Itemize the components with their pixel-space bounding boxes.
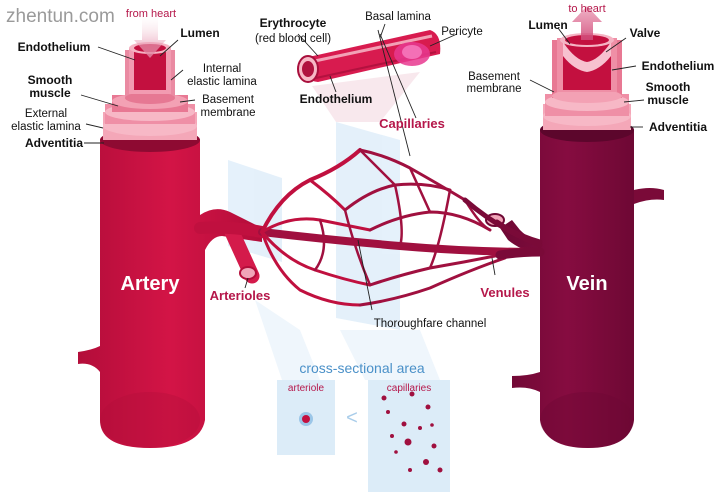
arterioles-label: Arterioles <box>210 288 271 303</box>
to-heart-label: to heart <box>568 3 605 15</box>
vein-basement-membrane-line2: membrane <box>467 83 522 95</box>
artery-lumen-label: Lumen <box>180 26 219 40</box>
cross-section-title: cross-sectional area <box>299 360 424 376</box>
venules-label: Venules <box>480 285 529 300</box>
comparison-symbol: < <box>346 407 358 429</box>
cross-section-panel <box>277 380 450 492</box>
internal-elastic-lamina-line1: Internal <box>203 63 241 75</box>
artery-basement-membrane-line2: membrane <box>201 107 256 119</box>
erythrocyte-label: Erythrocyte <box>260 16 327 30</box>
pericyte-label: Pericyte <box>441 26 483 38</box>
capillaries-label: Capillaries <box>379 116 445 131</box>
vein-basement-membrane-line1: Basement <box>468 71 521 83</box>
internal-elastic-lamina-line2: elastic lamina <box>187 76 257 88</box>
erythrocyte-sub-label: (red blood cell) <box>255 33 331 45</box>
external-elastic-lamina-line1: External <box>25 108 67 120</box>
vein-adventitia-label: Adventitia <box>649 120 707 134</box>
artery-endothelium-label: Endothelium <box>18 40 91 54</box>
vein-label: Vein <box>566 273 607 295</box>
vein-smooth-muscle-line2: muscle <box>647 93 689 107</box>
artery-label: Artery <box>121 273 181 295</box>
capillaries-cs-label: capillaries <box>387 383 431 394</box>
basal-lamina-label: Basal lamina <box>365 11 431 23</box>
from-heart-label: from heart <box>126 8 176 20</box>
artery-basement-membrane-line1: Basement <box>202 94 255 106</box>
valve-label: Valve <box>630 26 661 40</box>
artery-adventitia-label: Adventitia <box>25 136 83 150</box>
capillary-endothelium-label: Endothelium <box>300 92 373 106</box>
arteriole-cs-label: arteriole <box>288 383 325 394</box>
vein-lumen-label: Lumen <box>528 18 567 32</box>
vein-smooth-muscle-line1: Smooth <box>646 80 691 94</box>
vein-endothelium-label: Endothelium <box>642 59 715 73</box>
external-elastic-lamina-line2: elastic lamina <box>11 121 81 133</box>
artery-smooth-muscle-line1: Smooth <box>28 73 73 87</box>
thoroughfare-channel-label: Thoroughfare channel <box>374 318 487 330</box>
watermark-text: zhentun.com <box>6 6 115 27</box>
artery-smooth-muscle-line2: muscle <box>29 86 71 100</box>
